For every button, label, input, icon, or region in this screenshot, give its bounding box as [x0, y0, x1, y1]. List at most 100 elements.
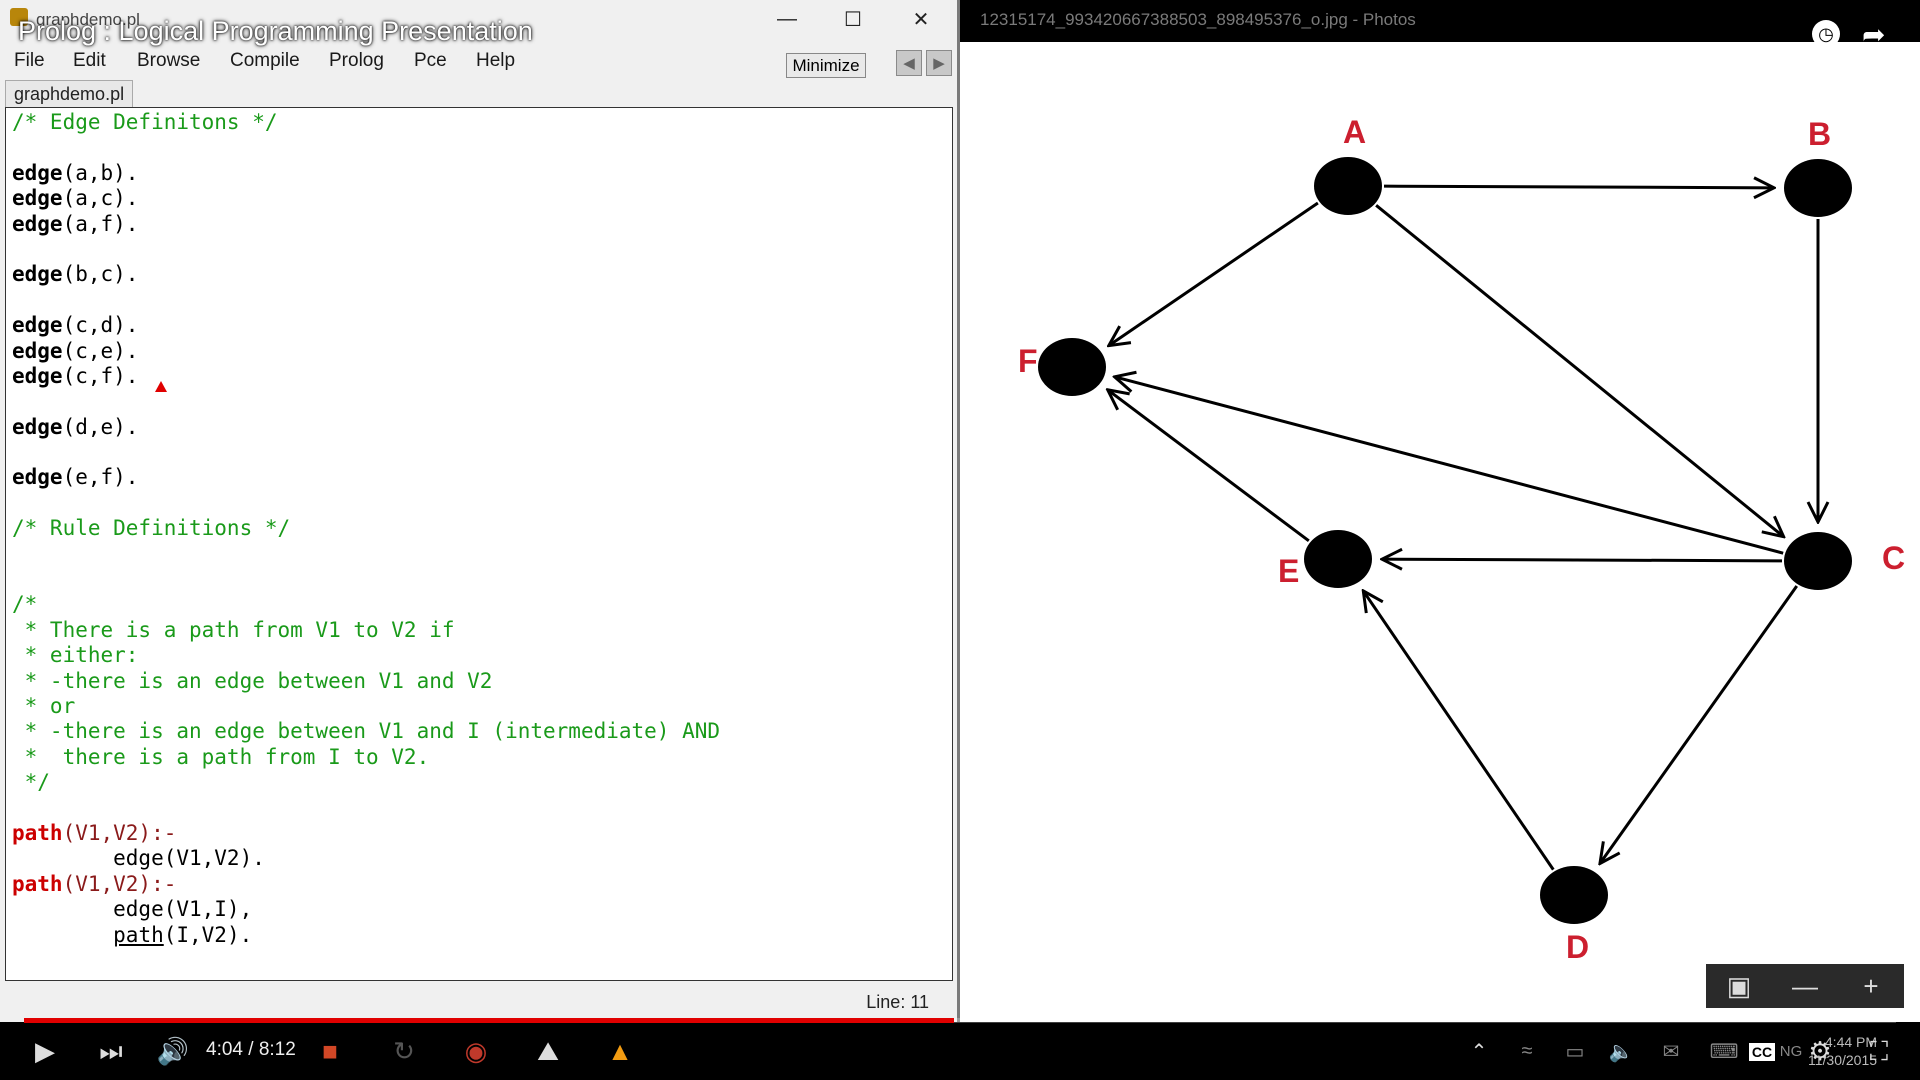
fit-screen-icon: ▣	[1726, 970, 1752, 1001]
minimize-window-button[interactable]: —	[754, 0, 820, 38]
node-label-a: A	[1343, 114, 1366, 150]
owl-app-taskbar-icon[interactable]: ◉	[464, 1036, 488, 1066]
editor-title-bar[interactable]: graphdemo.pl — ☐ ✕	[0, 0, 957, 38]
notifications-icon[interactable]: ✉	[1662, 1041, 1680, 1063]
line-status: Line: 11	[866, 992, 929, 1012]
code-editor-area[interactable]: /* Edge Definitons */ edge(a,b).edge(a,c…	[5, 107, 953, 981]
code-line: */	[12, 770, 952, 795]
code-fact-args: (c,e).	[62, 338, 139, 363]
play-button[interactable]: ▶	[18, 1023, 72, 1080]
code-line: /*	[12, 592, 952, 617]
code-fact-name: edge	[12, 186, 63, 211]
edge-a-f	[1109, 201, 1319, 346]
prolog-app-icon	[10, 8, 28, 26]
menu-file[interactable]: File	[14, 50, 45, 71]
keyboard-icon[interactable]: ⌨	[1709, 1041, 1739, 1063]
video-progress-bar[interactable]	[24, 1018, 1896, 1023]
menu-help[interactable]: Help	[476, 50, 516, 71]
share-icon[interactable]: ➦	[1862, 19, 1886, 50]
code-fact-args: (e,f).	[62, 465, 139, 490]
code-rule-head: path	[12, 820, 63, 845]
volume-icon: 🔊	[156, 1036, 190, 1066]
zoom-in-button[interactable]: +	[1838, 964, 1904, 1008]
photos-window-title: 12315174_993420667388503_898495376_o.jpg…	[980, 10, 1416, 29]
edge-c-e	[1382, 559, 1783, 561]
code-fact-name: edge	[12, 363, 63, 388]
edge-e-f	[1108, 390, 1310, 543]
powerpoint-taskbar-icon[interactable]: ■	[322, 1036, 338, 1066]
code-line: * there is a path from I to V2.	[12, 745, 952, 770]
settings-button[interactable]: ⚙	[1804, 1023, 1836, 1080]
code-fact-args: (c,f).	[62, 363, 139, 388]
language-indicator: NG	[1779, 1043, 1803, 1060]
menu-compile[interactable]: Compile	[230, 50, 300, 71]
code-line: edge(a,c).	[12, 186, 952, 211]
node-label-d: D	[1566, 929, 1589, 965]
code-line: edge(V1,I),	[12, 897, 952, 922]
photos-window: 12315174_993420667388503_898495376_o.jpg…	[960, 0, 1920, 1022]
watch-later-icon[interactable]: ◷	[1812, 20, 1840, 48]
edge-a-c	[1375, 204, 1783, 536]
captions-button[interactable]: CC	[1748, 1023, 1776, 1080]
clock-date: 11/30/2015	[1808, 1052, 1878, 1068]
code-comment: * either:	[12, 643, 139, 668]
fit-screen-button[interactable]: ▣	[1706, 964, 1772, 1008]
code-recursive-call: path	[113, 922, 164, 947]
photos-taskbar-icon[interactable]: ⛰	[537, 1035, 559, 1066]
zoom-out-button[interactable]: —	[1772, 964, 1838, 1008]
code-line: edge(V1,V2).	[12, 846, 952, 871]
menu-browse[interactable]: Browse	[137, 50, 201, 71]
code-comment: * -there is an edge between V1 and I (in…	[12, 719, 721, 744]
close-window-button[interactable]: ✕	[888, 0, 954, 38]
skip-next-icon: ⏭	[99, 1035, 123, 1066]
code-line: * There is a path from V1 to V2 if	[12, 618, 952, 643]
code-recursive-args: (I,V2).	[163, 922, 253, 947]
code-fact-name: edge	[12, 160, 63, 185]
maximize-icon: ☐	[844, 8, 862, 31]
menu-edit[interactable]: Edit	[73, 50, 106, 71]
code-comment: /* Edge Definitons */	[12, 110, 278, 134]
speaker-icon[interactable]: 🔈	[1608, 1041, 1634, 1063]
code-comment: /*	[12, 592, 38, 617]
navigation-arrows: ◀ ▶	[896, 50, 954, 76]
code-fact-args: (a,c).	[62, 186, 139, 211]
zoom-controls: ▣ — +	[1706, 964, 1904, 1008]
tray-chevron-icon[interactable]: ⌃	[1470, 1041, 1488, 1063]
code-line: * -there is an edge between V1 and V2	[12, 669, 952, 694]
code-fact-name: edge	[12, 211, 63, 236]
menu-pce[interactable]: Pce	[414, 50, 447, 71]
file-tab[interactable]: graphdemo.pl	[5, 80, 134, 107]
menu-prolog[interactable]: Prolog	[329, 50, 384, 71]
code-comment: * there is a path from I to V2.	[12, 744, 430, 769]
editor-menu-bar: File Edit Browse Compile Prolog Pce Help	[0, 46, 957, 74]
volume-button[interactable]: 🔊	[150, 1023, 196, 1080]
code-fact-name: edge	[12, 262, 63, 287]
app-taskbar-icon[interactable]: ↻	[393, 1036, 415, 1066]
node-d	[1540, 866, 1608, 924]
node-label-b: B	[1808, 116, 1831, 152]
code-rule-head: path	[12, 871, 63, 896]
code-comment: */	[12, 770, 50, 795]
code-line: edge(e,f).	[12, 465, 952, 490]
arrow-left-icon: ◀	[903, 55, 915, 72]
system-clock: 4:44 PM 11/30/2015	[1808, 1033, 1877, 1069]
back-arrow-button[interactable]: ◀	[896, 50, 922, 76]
forward-arrow-button[interactable]: ▶	[926, 50, 952, 76]
code-line: edge(c,e).	[12, 339, 952, 364]
edge-a-b	[1383, 186, 1774, 188]
next-button[interactable]: ⏭	[88, 1023, 134, 1080]
minimize-tool-button[interactable]: Minimize	[786, 53, 866, 78]
photos-title-bar[interactable]: 12315174_993420667388503_898495376_o.jpg…	[960, 0, 1920, 50]
battery-icon[interactable]: ▭	[1565, 1041, 1585, 1063]
code-line: path(I,V2).	[12, 923, 952, 948]
vlc-taskbar-icon[interactable]: ▲	[607, 1036, 633, 1066]
maximize-window-button[interactable]: ☐	[820, 0, 886, 38]
arrow-right-icon: ▶	[933, 55, 945, 72]
fullscreen-button[interactable]: ⛶	[1856, 1023, 1902, 1080]
code-fact-args: (c,d).	[62, 313, 139, 338]
wifi-icon[interactable]: ≈	[1521, 1040, 1533, 1062]
code-line: edge(a,b).	[12, 161, 952, 186]
code-fact-name: edge	[12, 338, 63, 363]
